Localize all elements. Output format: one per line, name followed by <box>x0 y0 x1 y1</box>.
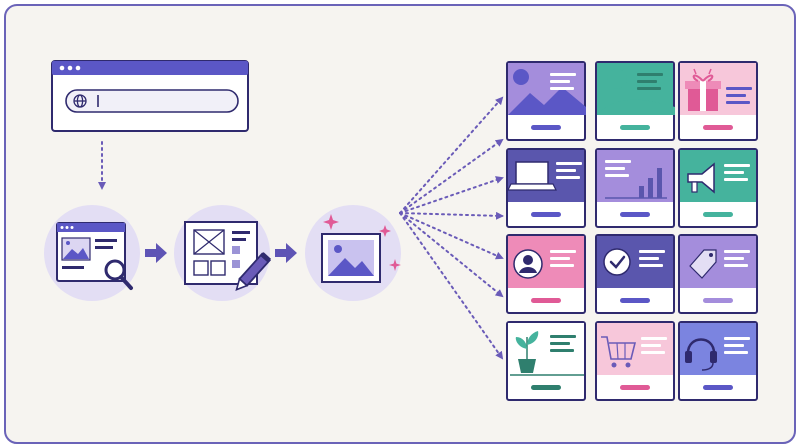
variant-card-headset-support[interactable] <box>678 321 758 401</box>
variant-card-user-account[interactable] <box>506 234 586 314</box>
check-circle-icon <box>603 248 665 276</box>
megaphone-icon <box>687 162 750 194</box>
card-label-bar <box>531 385 561 390</box>
card-label-bar <box>620 125 650 130</box>
dotted-arrow <box>399 176 504 214</box>
address-input[interactable] <box>65 89 239 113</box>
headset-icon <box>685 337 750 371</box>
window-dot <box>67 65 73 71</box>
step-edit-layout <box>174 205 272 301</box>
dotted-arrow <box>399 138 504 214</box>
card-label-bar <box>703 385 733 390</box>
variant-card-laptop-product[interactable] <box>506 148 586 228</box>
card-label-bar <box>531 298 561 303</box>
step-generate-image <box>305 205 401 301</box>
price-tag-icon <box>689 249 750 279</box>
magnifier-icon <box>104 259 133 290</box>
variant-card-cart-shop[interactable] <box>595 321 675 401</box>
dotted-arrow <box>399 211 504 220</box>
shopping-cart-icon <box>601 336 667 368</box>
card-label-bar <box>531 125 561 130</box>
window-dot <box>75 65 81 71</box>
step-analyze <box>44 205 140 301</box>
pencil-icon <box>235 252 272 292</box>
card-label-bar <box>531 212 561 217</box>
laptop-icon <box>507 161 582 191</box>
sparkle-icon <box>379 225 391 237</box>
card-label-bar <box>620 298 650 303</box>
variant-card-plant-lifestyle[interactable] <box>506 321 586 401</box>
dotted-arrow <box>399 212 504 260</box>
variant-card-megaphone-announce[interactable] <box>678 148 758 228</box>
person-silhouette-icon <box>597 69 675 115</box>
card-label-bar <box>703 125 733 130</box>
fan-out-arrows <box>399 96 504 360</box>
solid-arrow-2 <box>275 243 297 263</box>
solid-arrow-1 <box>145 243 167 263</box>
dotted-arrow <box>399 96 504 214</box>
variant-card-bar-stats[interactable] <box>595 148 675 228</box>
sparkle-icon <box>323 214 339 230</box>
variant-card-photo-landscape[interactable] <box>506 61 586 141</box>
bar-chart-icon <box>605 160 667 199</box>
card-label-bar <box>620 212 650 217</box>
gift-icon <box>685 68 752 111</box>
variant-card-gift-promo[interactable] <box>678 61 758 141</box>
potted-plant-icon <box>510 331 584 376</box>
browser-window <box>51 60 249 132</box>
sparkle-icon <box>389 259 401 271</box>
dotted-arrow <box>399 212 504 298</box>
user-avatar-icon <box>513 249 576 279</box>
card-label-bar <box>620 385 650 390</box>
window-dot <box>59 65 65 71</box>
dotted-arrow <box>399 212 504 360</box>
variant-card-checkmark-confirm[interactable] <box>595 234 675 314</box>
variant-card-grid <box>506 61 758 401</box>
variant-card-tag-pricing[interactable] <box>678 234 758 314</box>
card-label-bar <box>703 212 733 217</box>
mountain-image-icon <box>508 69 586 115</box>
card-label-bar <box>703 298 733 303</box>
globe-icon <box>73 94 87 108</box>
variant-card-person-profile[interactable] <box>595 61 675 141</box>
